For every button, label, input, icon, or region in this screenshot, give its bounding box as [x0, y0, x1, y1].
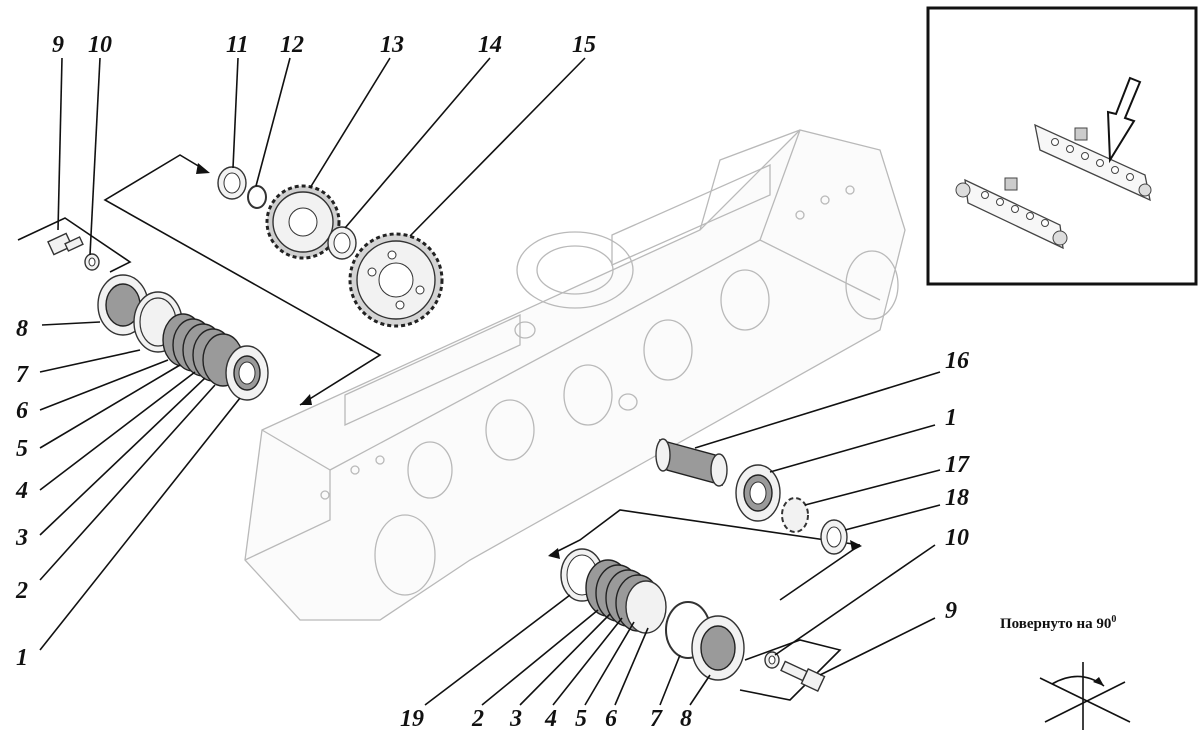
inset-rail-upper [1034, 123, 1152, 202]
label-11: 11 [226, 32, 249, 58]
label-1-right: 1 [945, 405, 957, 431]
label-1-left: 1 [16, 645, 28, 671]
label-7-left: 7 [16, 362, 29, 388]
rotation-note: Повернуто на 900 [1000, 614, 1116, 632]
leader-lines [39, 57, 941, 706]
label-6-bottom: 6 [605, 706, 617, 732]
label-6-left: 6 [16, 398, 28, 424]
housing-body [244, 129, 906, 621]
bolt-9-top [47, 232, 84, 256]
inset-arrow-icon [1106, 76, 1142, 164]
nut-18 [820, 519, 848, 555]
washer-10-bottom [764, 651, 780, 669]
label-9-right: 9 [945, 598, 957, 624]
ring-14 [327, 226, 357, 260]
label-13: 13 [380, 32, 404, 58]
label-9-top: 9 [52, 32, 64, 58]
label-10-right: 10 [945, 525, 969, 551]
bearing-11 [217, 166, 247, 200]
rotation-note-degree: 0 [1111, 614, 1116, 625]
label-8-left: 8 [16, 316, 28, 342]
label-16: 16 [945, 348, 969, 374]
label-3-bottom: 3 [509, 706, 522, 732]
label-2-bottom: 2 [471, 706, 484, 732]
gear-13 [265, 184, 341, 260]
label-10-top: 10 [88, 32, 112, 58]
gear-15 [348, 232, 444, 328]
explosion-brackets [17, 154, 862, 701]
snap-ring-12 [247, 185, 267, 209]
rotation-note-text: Повернуто на 90 [1000, 616, 1111, 632]
callout-labels: 9 10 11 12 13 14 15 8 7 6 5 4 3 2 1 16 1… [15, 32, 970, 732]
bearing-1-right [735, 464, 781, 522]
label-8-bottom: 8 [680, 706, 692, 732]
label-19: 19 [400, 706, 424, 732]
label-5-left: 5 [16, 436, 28, 462]
inset-view [926, 6, 1198, 286]
label-3-left: 3 [15, 525, 28, 551]
shim-stack-bottom [585, 559, 667, 634]
label-7-bottom: 7 [650, 706, 663, 732]
label-12: 12 [280, 32, 304, 58]
label-4-left: 4 [15, 478, 28, 504]
label-17: 17 [945, 452, 970, 478]
label-5-bottom: 5 [575, 706, 587, 732]
inset-rail-lower [955, 177, 1068, 250]
label-15: 15 [572, 32, 596, 58]
label-4-bottom: 4 [544, 706, 557, 732]
label-18: 18 [945, 485, 969, 511]
rotation-symbol-icon [1039, 662, 1131, 730]
bolt-9-bottom [780, 660, 826, 692]
label-2-left: 2 [15, 578, 28, 604]
shaft-16 [655, 438, 728, 487]
lock-washer-17 [781, 497, 809, 533]
cover-8-bottom [691, 615, 745, 681]
bearing-1-left [225, 345, 269, 401]
washer-10-top [84, 253, 100, 271]
label-14: 14 [478, 32, 502, 58]
svg-text:Повернуто на 900: Повернуто на 900 [1000, 614, 1116, 632]
